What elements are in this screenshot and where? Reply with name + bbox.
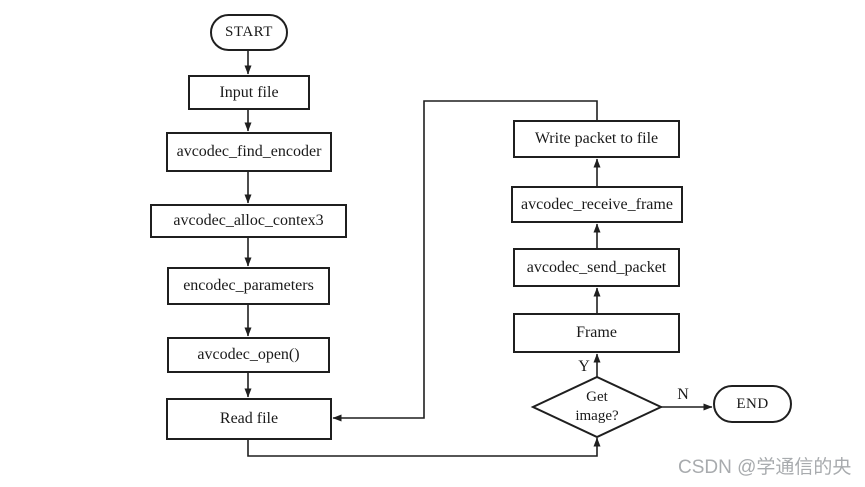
- node-end-label: END: [736, 395, 769, 412]
- edge-label-yes: Y: [578, 358, 590, 375]
- edge-write-packet-loop-to-read-file: [332, 100, 598, 422]
- node-read-file-label: Read file: [219, 410, 279, 427]
- node-avcodec-find-encoder: avcodec_find_encoder: [166, 132, 332, 172]
- node-avcodec-find-encoder-label: avcodec_find_encoder: [176, 143, 322, 160]
- node-avcodec-receive-frame: avcodec_receive_frame: [511, 186, 683, 223]
- node-write-packet-to-file-label: Write packet to file: [534, 130, 659, 147]
- csdn-watermark: CSDN @学通信的央: [678, 457, 852, 478]
- node-avcodec-alloc-contex3-label: avcodec_alloc_contex3: [173, 212, 324, 229]
- node-avcodec-receive-frame-label: avcodec_receive_frame: [521, 195, 673, 213]
- node-input-file: Input file: [188, 75, 310, 110]
- decision-diamond-shape: [530, 375, 664, 439]
- node-avcodec-open-label: avcodec_open(): [197, 346, 300, 363]
- node-encodec-parameters-label: encodec_parameters: [183, 277, 314, 294]
- node-start-label: START: [225, 24, 273, 40]
- node-avcodec-alloc-contex3: avcodec_alloc_contex3: [150, 204, 347, 238]
- node-read-file: Read file: [166, 398, 332, 440]
- node-frame: Frame: [513, 313, 680, 353]
- node-frame-label: Frame: [576, 324, 617, 341]
- edge-read-file-to-get-image: [247, 437, 601, 457]
- edge-label-no: N: [677, 386, 689, 403]
- node-encodec-parameters: encodec_parameters: [167, 267, 330, 305]
- node-start: START: [210, 14, 288, 51]
- node-avcodec-send-packet: avcodec_send_packet: [513, 248, 680, 287]
- node-write-packet-to-file: Write packet to file: [513, 120, 680, 158]
- node-avcodec-send-packet-label: avcodec_send_packet: [526, 258, 667, 276]
- node-avcodec-open: avcodec_open(): [167, 337, 330, 373]
- node-input-file-label: Input file: [219, 83, 279, 101]
- node-end: END: [713, 385, 792, 423]
